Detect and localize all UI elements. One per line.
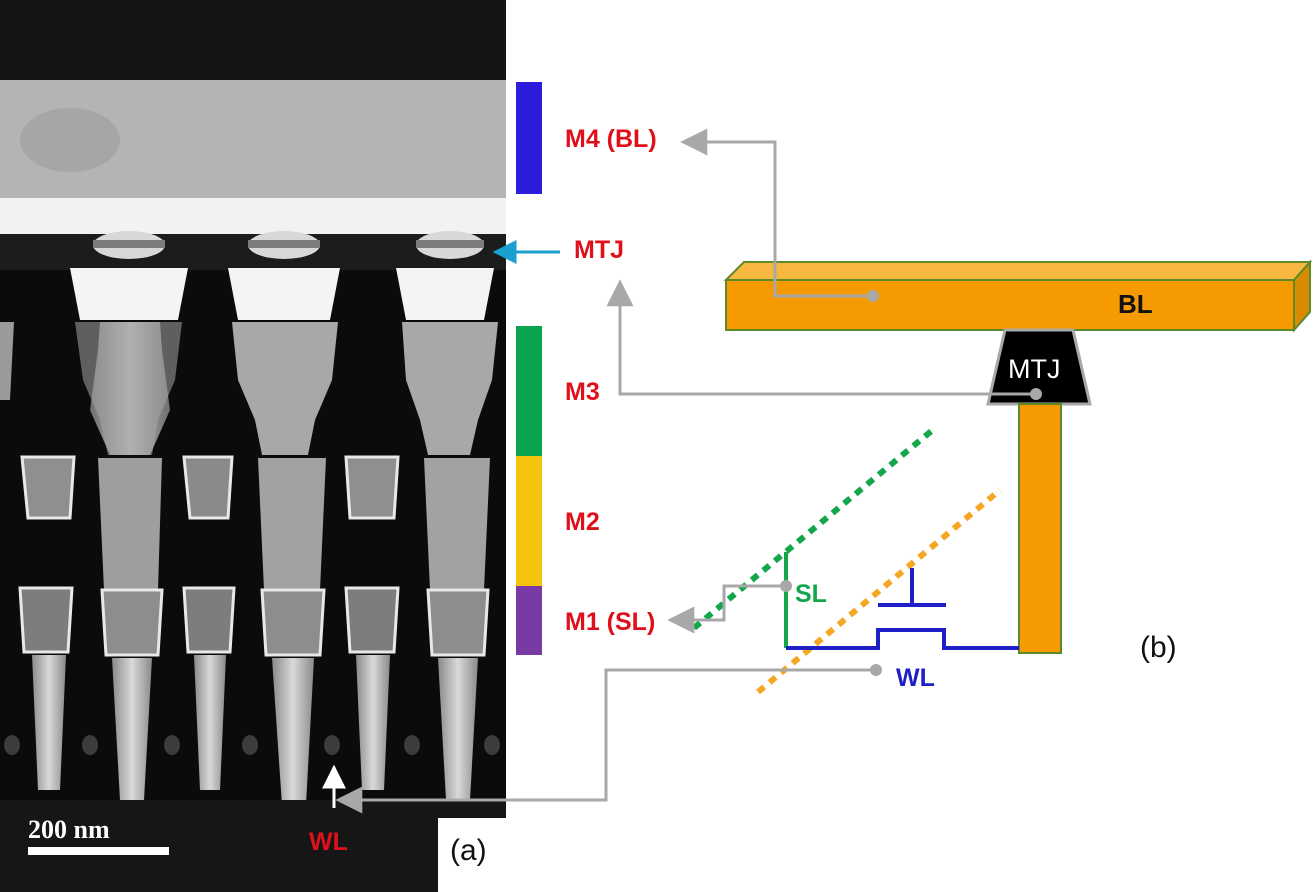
m2-bar (516, 456, 542, 586)
mtj-right-label: MTJ (1008, 354, 1060, 384)
scale-bar-label: 200 nm (28, 815, 110, 844)
transistor-channel (786, 628, 1019, 650)
m4-bar (516, 82, 542, 194)
via-pillar (1018, 403, 1062, 654)
schematic: BL MTJ SL WL (692, 259, 1313, 695)
mtj-left-label: MTJ (574, 236, 624, 264)
bl-bar (725, 279, 1295, 331)
m3-bar (516, 326, 542, 456)
mtj-element (986, 328, 1092, 406)
bl-to-m4-arrow (680, 128, 873, 298)
orange-dashed-line (756, 487, 1002, 695)
layer-color-bars (516, 82, 542, 655)
tem-mtj-columns (0, 231, 498, 455)
sl-label: SL (795, 580, 827, 608)
wl-schematic-label: WL (896, 664, 935, 692)
panel-b-label: (b) (1140, 631, 1177, 664)
tem-contact-plugs (0, 655, 506, 892)
m1-bar (516, 586, 542, 655)
bl-label: BL (1118, 289, 1153, 319)
connector-arrows (335, 128, 1042, 814)
green-dashed-line (692, 425, 937, 631)
bl-bar-top (723, 261, 1313, 281)
m1-label: M1 (SL) (565, 608, 655, 636)
m2-label: M2 (565, 508, 600, 536)
sl-to-m1-arrow (667, 584, 786, 634)
wl-tem-label: WL (309, 828, 348, 856)
tem-m1-level (18, 586, 490, 657)
panel-a-box (438, 818, 506, 892)
tem-cross-section: 200 nm WL (0, 0, 506, 892)
mtj-to-mtj-arrow (606, 279, 1036, 396)
m4-label: M4 (BL) (565, 125, 657, 153)
m3-label: M3 (565, 378, 600, 406)
wl-to-tem-arrow (335, 668, 876, 814)
scale-bar (28, 847, 169, 855)
tem-m2-level (20, 455, 490, 590)
panel-a-label: (a) (450, 834, 487, 867)
